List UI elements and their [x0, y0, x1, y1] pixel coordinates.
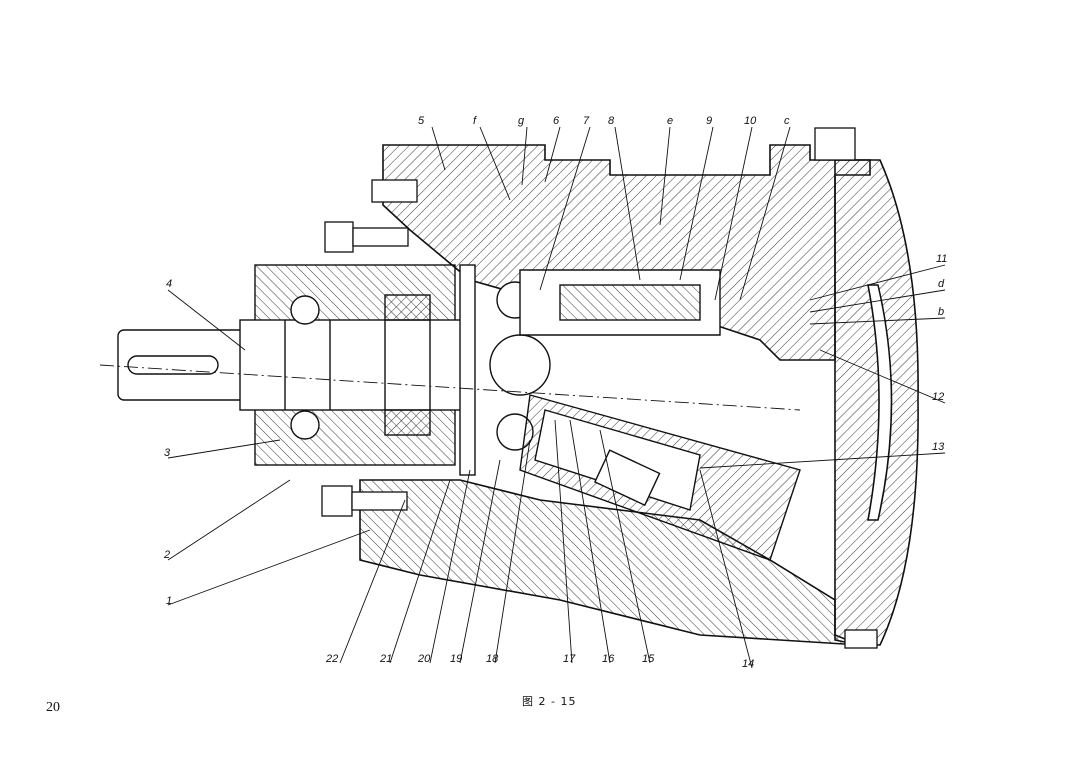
label-2: 2 — [163, 549, 170, 561]
label-14: 14 — [742, 658, 754, 670]
label-11: 11 — [936, 253, 947, 265]
label-1: 1 — [166, 595, 172, 607]
label-19: 19 — [450, 653, 462, 665]
label-f: f — [473, 115, 477, 127]
shaft-and-bearings — [117, 264, 476, 476]
label-20: 20 — [417, 653, 431, 665]
label-g: g — [518, 115, 525, 127]
label-16: 16 — [602, 653, 615, 665]
label-e: e — [667, 115, 673, 127]
label-22: 22 — [325, 653, 338, 665]
figure-caption: 图 2 - 15 — [522, 695, 577, 708]
label-9: 9 — [706, 115, 712, 127]
piston-assembly — [99, 269, 801, 561]
leader-lines — [167, 126, 946, 669]
label-21: 21 — [379, 653, 392, 665]
label-15: 15 — [642, 653, 655, 665]
bolts — [321, 127, 878, 649]
label-5: 5 — [418, 115, 425, 127]
label-b: b — [938, 306, 944, 318]
label-7: 7 — [583, 115, 590, 127]
label-c: c — [784, 115, 790, 127]
label-12: 12 — [932, 391, 944, 403]
label-10: 10 — [744, 115, 757, 127]
label-6: 6 — [553, 115, 560, 127]
label-d: d — [938, 278, 945, 290]
label-17: 17 — [563, 653, 576, 665]
page-number: 20 — [46, 700, 60, 715]
label-3: 3 — [164, 447, 171, 459]
label-4: 4 — [166, 278, 172, 290]
label-13: 13 — [932, 441, 945, 453]
label-18: 18 — [486, 653, 499, 665]
label-8: 8 — [608, 115, 615, 127]
